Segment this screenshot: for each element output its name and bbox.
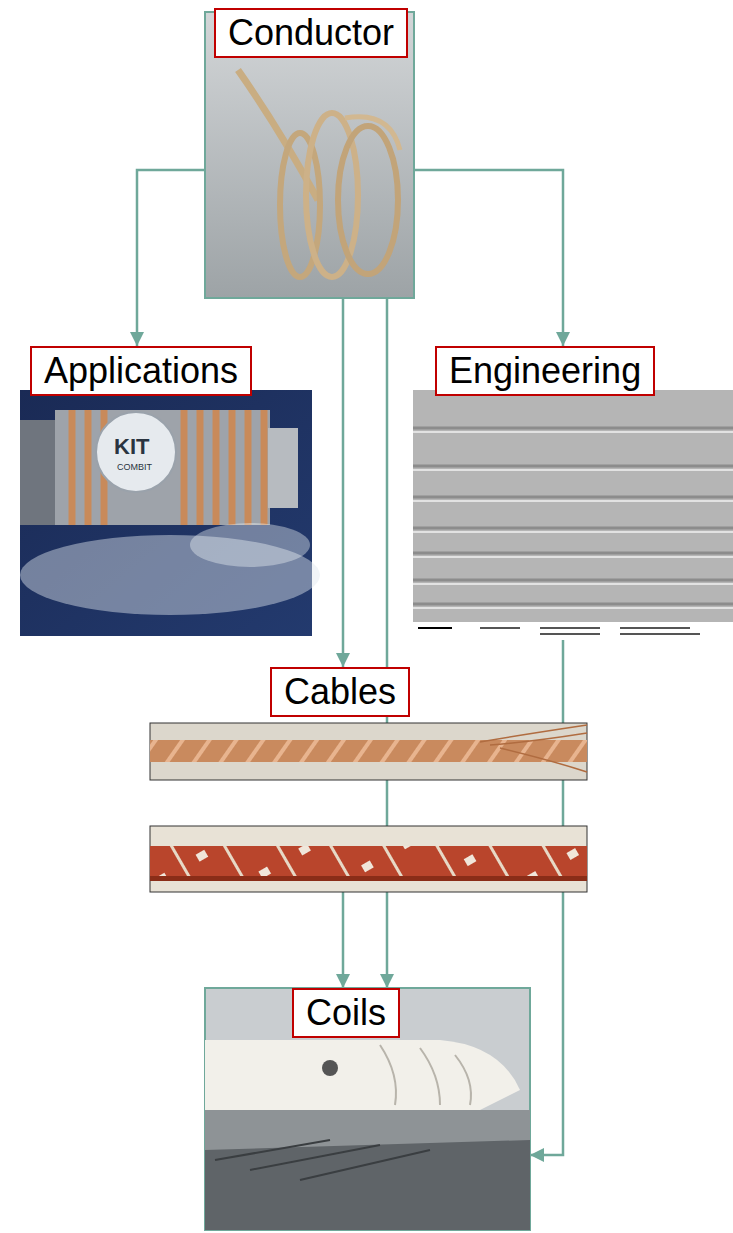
- applications-photo-part: [55, 410, 270, 525]
- engineering-micrograph-part: [413, 390, 733, 640]
- connector-arrow: [415, 170, 570, 346]
- applications-photo-part-part: [69, 410, 76, 525]
- cable-photos-part: [150, 846, 587, 880]
- conductor-photo-part: [338, 126, 398, 274]
- engineering-micrograph-part-part: [413, 427, 733, 430]
- applications-photo-part-part: [245, 410, 252, 525]
- engineering-micrograph-part-part: [413, 496, 733, 499]
- engineering-micrograph-part-part: [540, 633, 600, 635]
- arrow-head: [130, 332, 144, 346]
- engineering-micrograph-part: [418, 627, 452, 629]
- applications-photo-part-part: [261, 410, 268, 525]
- engineering-micrograph-part-part: [413, 431, 733, 433]
- photo-panel: Conductor: [205, 8, 415, 298]
- arrow-head: [556, 332, 570, 346]
- engineering-micrograph-part-part: [413, 579, 733, 582]
- conductor-photo-part: [345, 117, 400, 150]
- connector-line: [342, 892, 345, 988]
- engineering-micrograph-part-part: [413, 500, 733, 502]
- cable-photos-part: [150, 740, 587, 762]
- arrow-head: [380, 974, 394, 988]
- panel-label: Engineering: [435, 346, 655, 396]
- applications-photo-part-part: [197, 410, 204, 525]
- connector-line: [342, 298, 345, 667]
- cable-photos-part: [150, 723, 587, 780]
- cable-photos-part: [150, 876, 587, 881]
- applications-photo-part-part: [213, 410, 220, 525]
- photo-panel: Coils: [205, 988, 530, 1230]
- applications-photo-part: [72, 410, 264, 525]
- engineering-micrograph-part-part: [620, 627, 690, 629]
- panel-label: Cables: [270, 667, 410, 717]
- coil-photo: [205, 988, 530, 1230]
- coil-photo-part: [205, 1140, 530, 1230]
- cable-photos-part: [490, 733, 587, 745]
- arrow-head: [530, 1148, 544, 1162]
- engineering-micrograph-part: [413, 428, 733, 604]
- applications-photo-part: [20, 420, 60, 525]
- engineering-micrograph-part-part: [413, 556, 733, 558]
- cable-photos-part: [150, 826, 587, 892]
- applications-photo-part-part: [229, 410, 236, 525]
- applications-photo-part-part: [85, 410, 92, 525]
- arrow-head: [336, 974, 350, 988]
- applications-photo-part: [190, 523, 310, 567]
- logo-text: COMBIT: [117, 462, 152, 472]
- connector-arrow: [130, 170, 205, 346]
- connector-line: [415, 170, 563, 346]
- coil-photo-part: [380, 1045, 471, 1105]
- engineering-micrograph-part-part: [413, 469, 733, 471]
- photo-panel: Cables: [150, 667, 587, 892]
- panel-label: Conductor: [214, 8, 408, 58]
- photo-panel: Applications: [20, 346, 312, 636]
- cable-photos-part: [480, 725, 587, 742]
- engineering-micrograph-part: [480, 627, 700, 635]
- applications-photo-part-part: [181, 410, 188, 525]
- engineering-micrograph: [413, 390, 733, 640]
- engineering-micrograph-part-part: [413, 531, 733, 533]
- connector-line: [137, 170, 205, 346]
- engineering-micrograph-part-part: [413, 603, 733, 606]
- connector-line: [530, 640, 563, 1155]
- photo-panel: Engineering: [413, 346, 731, 640]
- coil-photo-part: [205, 1040, 520, 1110]
- cable-photos: [150, 723, 587, 892]
- panel-label: Applications: [30, 346, 252, 396]
- engineering-micrograph-part: [413, 432, 733, 608]
- connector-arrow: [530, 640, 563, 1162]
- coil-photo-part: [215, 1140, 430, 1180]
- connector-arrow: [336, 892, 350, 988]
- engineering-micrograph-part-part: [413, 465, 733, 468]
- arrow-head: [336, 653, 350, 667]
- engineering-micrograph-part: [413, 622, 733, 640]
- engineering-micrograph-part-part: [540, 627, 600, 629]
- engineering-micrograph-part-part: [413, 552, 733, 555]
- engineering-micrograph-part-part: [413, 583, 733, 585]
- engineering-micrograph-part-part: [413, 527, 733, 530]
- engineering-micrograph-part-part: [413, 607, 733, 609]
- engineering-micrograph-part-part: [480, 627, 520, 629]
- logo-text: KIT: [114, 434, 149, 460]
- coil-photo-part-part: [300, 1150, 430, 1180]
- applications-photo: [20, 390, 320, 636]
- panel-label: Coils: [292, 988, 400, 1038]
- coil-photo-part: [205, 988, 530, 1230]
- applications-photo-part: [268, 428, 298, 508]
- engineering-micrograph-part-part: [620, 633, 700, 635]
- applications-photo-part: [96, 412, 176, 492]
- connector-arrow: [336, 298, 350, 667]
- cable-photos-part: [500, 748, 587, 772]
- coil-photo-part: [322, 1060, 338, 1076]
